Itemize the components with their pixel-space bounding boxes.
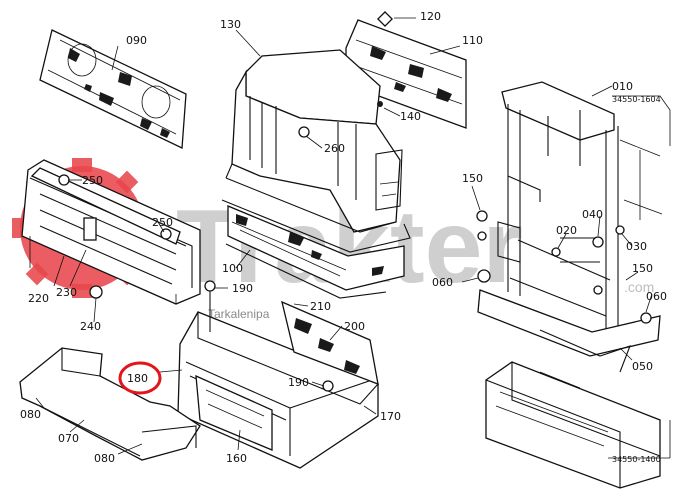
callout-080-bottom: 080 xyxy=(94,452,115,465)
reference-top-right: 34550-1604 xyxy=(612,95,661,104)
callout-200: 200 xyxy=(344,320,365,333)
callout-150-left: 150 xyxy=(462,172,483,185)
reference-bottom-right: 34550-1400 xyxy=(612,455,661,464)
part-070-bottom-plate xyxy=(19,347,201,461)
callout-230: 230 xyxy=(56,286,77,299)
callout-labels: 090 110 120 130 140 260 250 250 220 230 … xyxy=(20,10,667,465)
callout-170: 170 xyxy=(380,410,401,423)
watermark-subtitle: Tarkalenipa xyxy=(208,307,270,321)
leader-lines xyxy=(35,17,671,459)
callout-180: 180 xyxy=(127,372,148,385)
part-220-grille xyxy=(21,159,201,305)
callout-070: 070 xyxy=(58,432,79,445)
callout-250-right: 250 xyxy=(152,216,173,229)
callout-150-right: 150 xyxy=(632,262,653,275)
highlight-circle xyxy=(118,361,162,395)
part-050-battery-box xyxy=(485,329,661,489)
callout-100: 100 xyxy=(222,262,243,275)
part-130-hood xyxy=(221,49,411,299)
callout-010: 010 xyxy=(612,80,633,93)
callout-020: 020 xyxy=(556,224,577,237)
callout-240: 240 xyxy=(80,320,101,333)
callout-260: 260 xyxy=(324,142,345,155)
part-090-rear-panel xyxy=(39,29,187,149)
part-110-top-plate xyxy=(345,19,467,129)
callout-220: 220 xyxy=(28,292,49,305)
callout-120: 120 xyxy=(420,10,441,23)
callout-250-left: 250 xyxy=(82,174,103,187)
callout-160: 160 xyxy=(226,452,247,465)
watermark-suffix: .com xyxy=(624,279,654,295)
callout-060-left: 060 xyxy=(432,276,453,289)
callout-040: 040 xyxy=(582,208,603,221)
callout-140: 140 xyxy=(400,110,421,123)
callout-080-left: 080 xyxy=(20,408,41,421)
callout-190-bottom: 190 xyxy=(288,376,309,389)
part-160-front-grille-box xyxy=(177,311,379,469)
callout-190-top: 190 xyxy=(232,282,253,295)
callout-030: 030 xyxy=(626,240,647,253)
part-010-frame xyxy=(477,81,663,357)
callout-090: 090 xyxy=(126,34,147,47)
callout-060-right: 060 xyxy=(646,290,667,303)
callout-050: 050 xyxy=(632,360,653,373)
callout-130: 130 xyxy=(220,18,241,31)
callout-110: 110 xyxy=(462,34,483,47)
callout-210: 210 xyxy=(310,300,331,313)
